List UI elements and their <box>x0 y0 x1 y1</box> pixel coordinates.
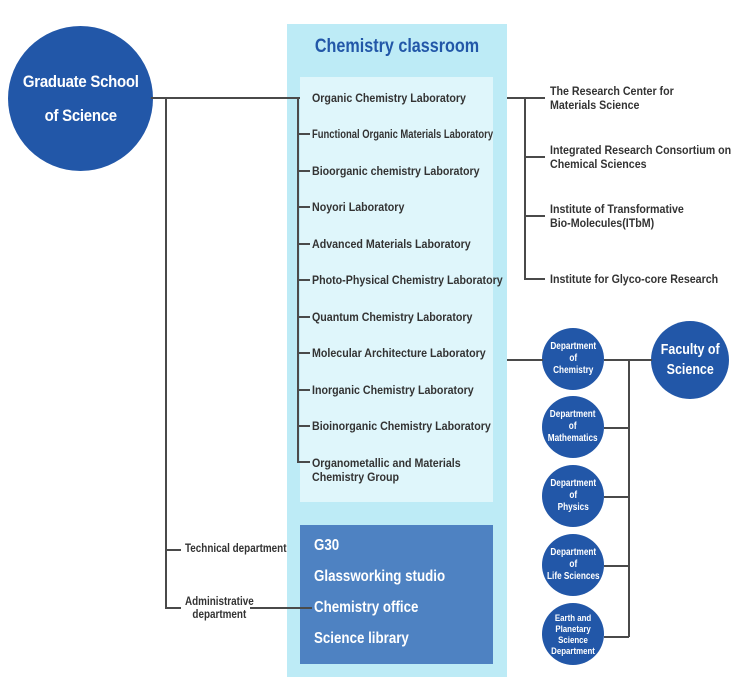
dept-line: Department <box>550 409 596 420</box>
dept-line: Mathematics <box>548 433 598 444</box>
dept-line: Earth and <box>554 612 592 623</box>
administrative-line2: department <box>192 609 247 621</box>
research-center-line2: Bio-Molecules(ITbM) <box>550 216 655 230</box>
service-item: G30 <box>314 537 340 554</box>
lab-item: Organic Chemistry Laboratory <box>312 91 466 105</box>
lab-item: Quantum Chemistry Laboratory <box>312 310 473 324</box>
connector-line <box>151 97 300 99</box>
service-item: Science library <box>314 630 409 647</box>
graduate-school-line2: of Science <box>44 105 117 125</box>
lab-item-line2: Chemistry Group <box>312 470 400 484</box>
lab-item: Inorganic Chemistry Laboratory <box>312 383 474 397</box>
dept-line: Department <box>551 645 595 656</box>
lab-item: Advanced Materials Laboratory <box>312 237 471 251</box>
technical-department-label: Technical department <box>185 543 287 555</box>
connector-line <box>297 461 310 463</box>
connector-line <box>507 97 545 99</box>
research-center-line1: Integrated Research Consortium on <box>550 143 732 157</box>
chemistry-classroom-title: Chemistry classroom <box>314 36 480 57</box>
dept-line: Department <box>550 341 596 352</box>
connector-line <box>604 496 629 498</box>
dept-line: of <box>569 353 577 364</box>
connector-line <box>297 170 310 172</box>
dept-line: Department <box>550 478 596 489</box>
connector-line <box>165 97 167 608</box>
lab-item-line1: Organometallic and Materials <box>312 456 461 470</box>
graduate-school-node: Graduate School of Science <box>8 26 153 171</box>
lab-item: Bioinorganic Chemistry Laboratory <box>312 419 491 433</box>
dept-line: Planetary <box>555 623 591 634</box>
lab-item: Functional Organic Materials Laboratory <box>312 127 494 141</box>
administrative-department-label: Administrative department <box>185 596 254 622</box>
research-center-line1: Institute for Glyco-core Research <box>550 272 719 286</box>
department-node-earth-planetary: Earth and Planetary Science Department <box>542 603 604 665</box>
faculty-of-science-node: Faculty of Science <box>651 321 729 399</box>
research-center-line1: Institute of Transformative <box>550 202 684 216</box>
laboratory-list-panel <box>300 77 493 502</box>
service-item: Chemistry office <box>314 599 419 616</box>
dept-line: of <box>569 490 577 501</box>
dept-line: Life Sciences <box>546 571 600 582</box>
graduate-school-line1: Graduate School <box>22 71 139 91</box>
dept-line: of <box>569 421 577 432</box>
department-node-mathematics: Department of Mathematics <box>542 396 604 458</box>
research-center-line2: Chemical Sciences <box>550 157 647 171</box>
dept-line: Department <box>550 547 596 558</box>
administrative-line1: Administrative <box>185 596 254 608</box>
dept-line: of <box>569 559 577 570</box>
connector-line <box>604 636 629 638</box>
research-center: The Research Center for Materials Scienc… <box>550 84 674 112</box>
connector-line <box>604 427 629 429</box>
research-center-line1: The Research Center for <box>550 84 674 98</box>
lab-item: Bioorganic chemistry Laboratory <box>312 164 480 178</box>
connector-line <box>297 206 310 208</box>
connector-line <box>297 352 310 354</box>
connector-line <box>524 215 545 217</box>
connector-line <box>297 133 310 135</box>
department-node-life-sciences: Department of Life Sciences <box>542 534 604 596</box>
dept-line: Physics <box>557 502 589 513</box>
connector-line <box>628 359 630 637</box>
research-center: Institute of Transformative Bio-Molecule… <box>550 202 684 230</box>
connector-line <box>297 316 310 318</box>
connector-line <box>297 389 310 391</box>
lab-item: Noyori Laboratory <box>312 200 405 214</box>
lab-item: Photo-Physical Chemistry Laboratory <box>312 273 503 287</box>
faculty-line1: Faculty of <box>660 342 720 358</box>
connector-line <box>524 156 545 158</box>
connector-line <box>297 279 310 281</box>
research-center-line2: Materials Science <box>550 98 640 112</box>
lab-item: Molecular Architecture Laboratory <box>312 346 486 360</box>
connector-line <box>297 425 310 427</box>
connector-line <box>604 565 629 567</box>
department-node-chemistry: Department of Chemistry <box>542 328 604 390</box>
service-item: Glassworking studio <box>314 568 446 585</box>
dept-line: Science <box>558 634 588 645</box>
research-center: Institute for Glyco-core Research <box>550 272 718 286</box>
connector-line <box>524 97 526 279</box>
connector-line <box>165 549 181 551</box>
connector-line <box>165 607 181 609</box>
connector-line <box>297 243 310 245</box>
research-center: Integrated Research Consortium on Chemic… <box>550 143 731 171</box>
department-node-physics: Department of Physics <box>542 465 604 527</box>
dept-line: Chemistry <box>552 365 594 376</box>
services-box <box>300 525 493 664</box>
connector-line <box>250 607 312 609</box>
faculty-line2: Science <box>666 362 714 378</box>
connector-line <box>604 359 652 361</box>
connector-line <box>524 278 545 280</box>
connector-line <box>507 359 543 361</box>
lab-item: Organometallic and Materials Chemistry G… <box>312 456 461 484</box>
